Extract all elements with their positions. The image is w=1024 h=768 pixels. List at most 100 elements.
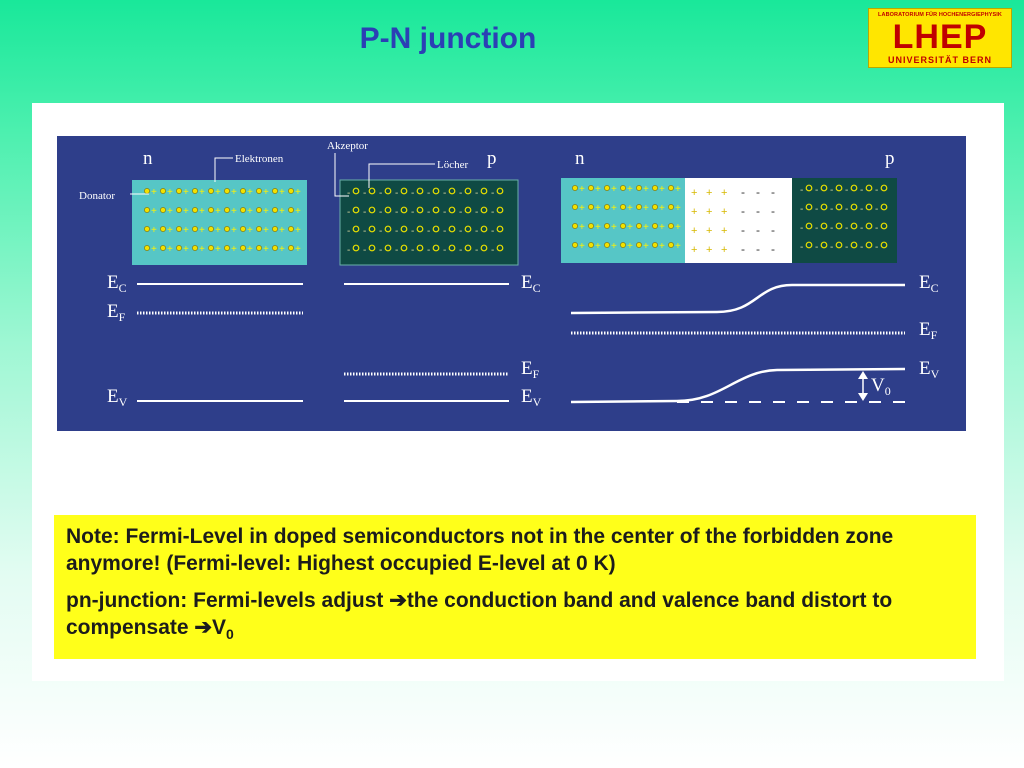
electron-dot bbox=[668, 242, 674, 248]
hole-circle bbox=[400, 225, 408, 233]
donor-plus: + bbox=[279, 225, 285, 236]
electron-dot bbox=[192, 245, 198, 251]
lhep-logo: LABORATORIUM FÜR HOCHENERGIEPHYSIK LHEP … bbox=[868, 8, 1012, 68]
band-diagram: ++++++++++++++++++++++++++++++++++++++++… bbox=[57, 136, 966, 431]
hole-circle bbox=[865, 222, 873, 230]
label-donator: Donator bbox=[79, 190, 115, 202]
acceptor-minus: - bbox=[845, 204, 848, 215]
electron-dot bbox=[208, 226, 214, 232]
donor-plus: + bbox=[295, 206, 301, 217]
donor-plus: + bbox=[215, 225, 221, 236]
donor-plus: + bbox=[263, 206, 269, 217]
depletion-zone bbox=[685, 178, 792, 263]
p-region-right bbox=[792, 178, 897, 263]
hole-circle bbox=[352, 187, 360, 195]
donor-plus: + bbox=[151, 244, 157, 255]
depletion-minus: - bbox=[756, 185, 760, 199]
donor-plus: + bbox=[295, 187, 301, 198]
hole-circle bbox=[368, 244, 376, 252]
electron-dot bbox=[604, 204, 610, 210]
donor-plus: + bbox=[595, 222, 601, 233]
depletion-minus: - bbox=[756, 242, 760, 256]
electron-dot bbox=[572, 223, 578, 229]
hole-circle bbox=[464, 244, 472, 252]
depletion-minus: - bbox=[771, 242, 775, 256]
donor-plus: + bbox=[611, 241, 617, 252]
electron-dot bbox=[604, 185, 610, 191]
electron-dot bbox=[572, 185, 578, 191]
depletion-minus: - bbox=[771, 223, 775, 237]
note-line2-b: the conduction band and valence band dis… bbox=[66, 589, 893, 639]
hole-circle bbox=[805, 241, 813, 249]
depletion-plus: + bbox=[691, 187, 697, 199]
acceptor-minus: - bbox=[475, 188, 478, 199]
depletion-plus: + bbox=[706, 187, 712, 199]
acceptor-minus: - bbox=[379, 207, 382, 218]
electron-dot bbox=[668, 185, 674, 191]
electron-dot bbox=[176, 245, 182, 251]
donor-plus: + bbox=[231, 206, 237, 217]
acceptor-minus: - bbox=[395, 245, 398, 256]
donor-plus: + bbox=[659, 203, 665, 214]
donor-plus: + bbox=[675, 184, 681, 195]
acceptor-minus: - bbox=[427, 207, 430, 218]
ec-label-p: EC bbox=[521, 272, 541, 295]
hole-circle bbox=[880, 222, 888, 230]
p-right-carriers: ------------------------ bbox=[800, 184, 888, 253]
locher-pointer bbox=[368, 163, 435, 188]
donor-plus: + bbox=[231, 225, 237, 236]
ev-curve-junction bbox=[570, 367, 906, 404]
ec-label-junction: EC bbox=[919, 272, 939, 295]
donor-plus: + bbox=[263, 244, 269, 255]
ec-curve-junction bbox=[570, 283, 905, 315]
acceptor-minus: - bbox=[800, 204, 803, 215]
donor-plus: + bbox=[263, 225, 269, 236]
electron-dot bbox=[636, 223, 642, 229]
slide-title: P-N junction bbox=[359, 22, 537, 55]
hole-circle bbox=[496, 244, 504, 252]
donor-plus: + bbox=[183, 187, 189, 198]
acceptor-minus: - bbox=[443, 245, 446, 256]
acceptor-minus: - bbox=[491, 188, 494, 199]
acceptor-minus: - bbox=[860, 242, 863, 253]
donor-plus: + bbox=[659, 184, 665, 195]
electron-dot bbox=[208, 188, 214, 194]
acceptor-minus: - bbox=[459, 207, 462, 218]
donor-plus: + bbox=[627, 222, 633, 233]
acceptor-minus: - bbox=[800, 185, 803, 196]
hole-circle bbox=[835, 184, 843, 192]
acceptor-minus: - bbox=[845, 185, 848, 196]
donor-plus: + bbox=[167, 244, 173, 255]
logo-line3: UNIVERSITÄT BERN bbox=[887, 55, 992, 65]
electron-dot bbox=[636, 204, 642, 210]
note-box: Note: Fermi-Level in doped semiconductor… bbox=[54, 515, 976, 659]
acceptor-minus: - bbox=[459, 245, 462, 256]
acceptor-minus: - bbox=[875, 242, 878, 253]
acceptor-minus: - bbox=[443, 188, 446, 199]
electron-dot bbox=[620, 185, 626, 191]
acceptor-minus: - bbox=[475, 207, 478, 218]
v0-arrow-head-up bbox=[858, 371, 868, 379]
acceptor-minus: - bbox=[475, 226, 478, 237]
donor-plus: + bbox=[167, 187, 173, 198]
donor-plus: + bbox=[183, 225, 189, 236]
donor-plus: + bbox=[675, 222, 681, 233]
hole-circle bbox=[496, 225, 504, 233]
depletion-charges: +++---+++---+++---+++--- bbox=[691, 185, 775, 256]
donor-plus: + bbox=[643, 222, 649, 233]
hole-circle bbox=[820, 184, 828, 192]
electron-dot bbox=[588, 242, 594, 248]
electron-dot bbox=[240, 188, 246, 194]
note-line2-a: pn-junction: Fermi-levels adjust bbox=[66, 589, 390, 612]
depletion-plus: + bbox=[691, 206, 697, 218]
hole-circle bbox=[352, 225, 360, 233]
acceptor-minus: - bbox=[875, 223, 878, 234]
hole-circle bbox=[448, 225, 456, 233]
ev-label-junction: EV bbox=[919, 358, 940, 381]
acceptor-minus: - bbox=[845, 242, 848, 253]
acceptor-minus: - bbox=[815, 242, 818, 253]
electron-dot bbox=[288, 207, 294, 213]
depletion-plus: + bbox=[721, 225, 727, 237]
ev-label-p: EV bbox=[521, 386, 542, 409]
electron-dot bbox=[668, 204, 674, 210]
